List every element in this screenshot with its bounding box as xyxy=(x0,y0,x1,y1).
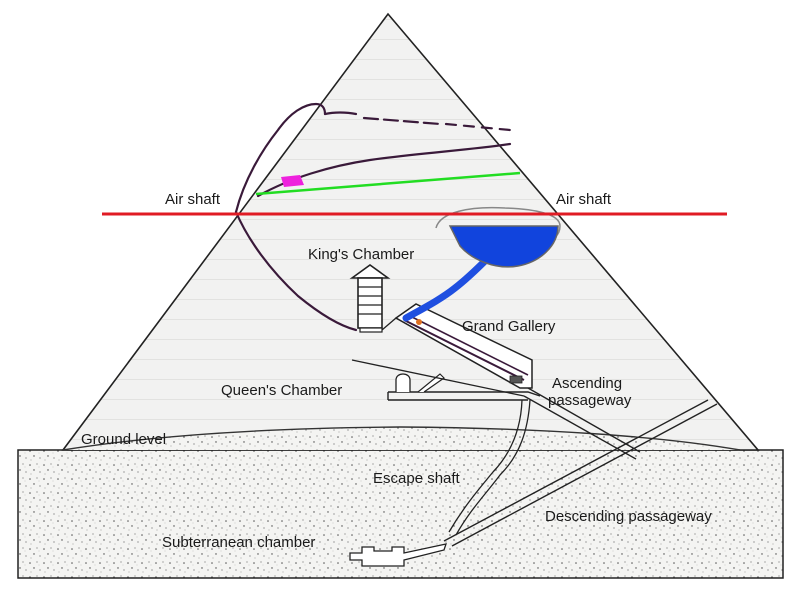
descending-passageway-label: Descending passageway xyxy=(545,508,712,525)
air-shaft-left-label: Air shaft xyxy=(165,191,221,208)
ground-level-label: Ground level xyxy=(81,431,167,448)
queens-chamber-label: Queen's Chamber xyxy=(221,382,343,399)
kings-chamber-label: King's Chamber xyxy=(308,246,415,263)
blue-stream xyxy=(402,254,492,322)
escape-shaft xyxy=(455,399,531,536)
subterranean-chamber-label: Subterranean chamber xyxy=(162,534,316,551)
green-line xyxy=(255,171,521,196)
blue-pool xyxy=(435,206,561,268)
ascending-label-line1: Ascending xyxy=(552,375,623,392)
grand-gallery-label: Grand Gallery xyxy=(462,318,556,335)
ascending-label-line2: passageway xyxy=(548,392,632,409)
kings-chamber xyxy=(349,264,397,333)
orange-marker xyxy=(416,319,422,325)
ascending-passageway xyxy=(523,387,641,460)
grand-gallery xyxy=(351,303,533,397)
queens-chamber xyxy=(395,373,411,392)
escape-shaft-label: Escape shaft xyxy=(373,470,460,487)
ascending-passageway-label: Ascending passageway xyxy=(548,375,631,409)
subterranean-chamber xyxy=(349,543,447,567)
queens-chamber-corridor xyxy=(387,373,541,401)
descending-passageway xyxy=(443,399,718,547)
air-shaft-right-label: Air shaft xyxy=(556,191,612,208)
magenta-marker xyxy=(281,175,304,187)
